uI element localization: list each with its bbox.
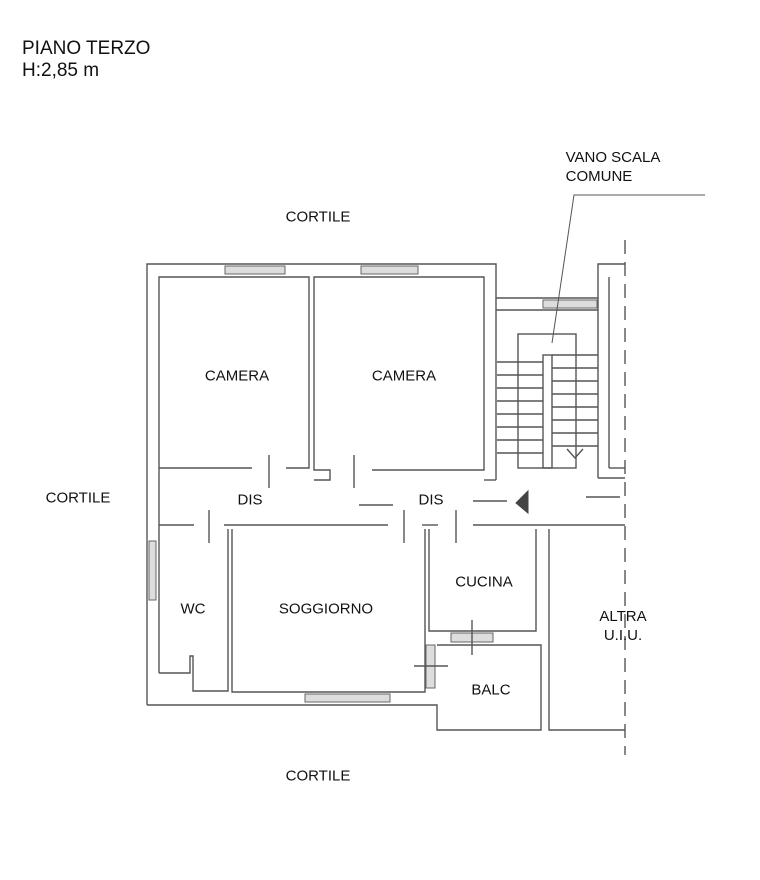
label-line: VANO SCALA bbox=[565, 149, 661, 166]
stair-treads bbox=[497, 354, 598, 454]
soggiorno-walls bbox=[231, 529, 426, 693]
stair-rail bbox=[542, 354, 553, 469]
label-camera-1: CAMERA bbox=[204, 367, 270, 385]
leader-line bbox=[551, 194, 705, 344]
label-wc: WC bbox=[180, 600, 206, 618]
wc-walls bbox=[159, 529, 229, 692]
camera-1-walls bbox=[158, 276, 310, 469]
label-balc: BALC bbox=[471, 681, 511, 699]
floor-name: PIANO TERZO bbox=[22, 38, 151, 59]
outer-wall-bottom bbox=[147, 644, 542, 731]
window bbox=[304, 693, 391, 703]
floor-title: PIANO TERZO H:2,85 m bbox=[22, 38, 150, 82]
altra-uiu-walls bbox=[548, 529, 625, 731]
stair-direction-icon bbox=[566, 448, 584, 460]
label-dis-1: DIS bbox=[237, 491, 263, 509]
camera-2-walls bbox=[313, 276, 485, 481]
stair-arrow-icon bbox=[515, 489, 529, 515]
outer-wall bbox=[146, 263, 625, 705]
label-vano-scala: VANO SCALA COMUNE bbox=[566, 148, 661, 186]
label-line: U.I.U. bbox=[603, 627, 643, 644]
label-line: COMUNE bbox=[565, 168, 633, 185]
window bbox=[148, 540, 157, 601]
label-cucina: CUCINA bbox=[455, 573, 513, 591]
floor-height: H:2,85 m bbox=[22, 60, 100, 81]
window bbox=[360, 265, 419, 275]
label-dis-2: DIS bbox=[418, 491, 444, 509]
label-altra-uiu: ALTRA U.I.U. bbox=[599, 607, 646, 645]
label-cortile-left: CORTILE bbox=[45, 489, 111, 507]
label-line: ALTRA bbox=[599, 608, 647, 625]
label-soggiorno: SOGGIORNO bbox=[278, 600, 374, 618]
label-cortile-bottom: CORTILE bbox=[285, 767, 351, 785]
window bbox=[542, 299, 598, 309]
cucina-walls bbox=[428, 529, 537, 632]
label-camera-2: CAMERA bbox=[371, 367, 437, 385]
label-cortile-top: CORTILE bbox=[285, 208, 351, 226]
window bbox=[224, 265, 286, 275]
